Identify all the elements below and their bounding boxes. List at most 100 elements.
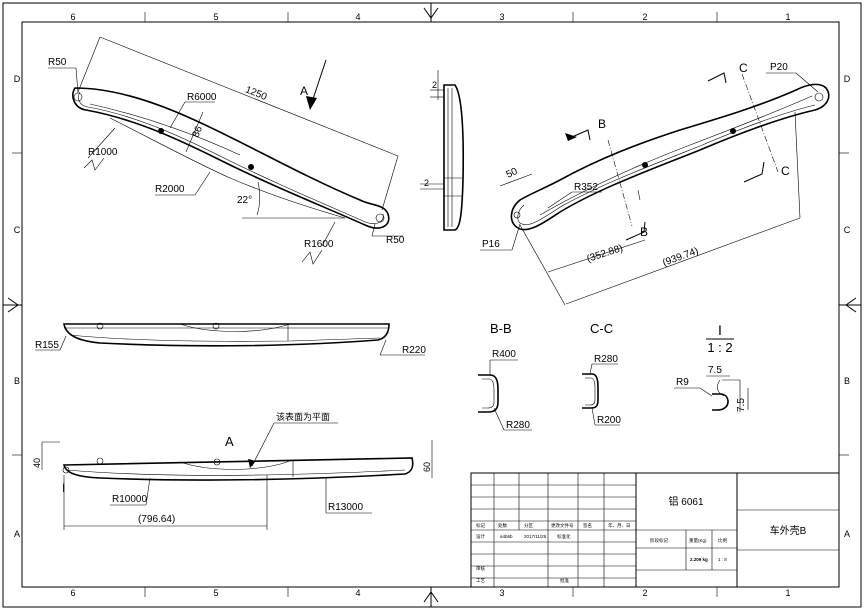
tb-std-label: 标准化 — [557, 533, 571, 540]
iso-view-outline — [510, 83, 830, 231]
dim-939-74: (939.74) — [661, 246, 700, 269]
zone-col-2: 2 — [642, 12, 647, 22]
dim-detail-h: 7.5 — [736, 398, 747, 412]
tb-scale: 1 : 8 — [718, 557, 727, 562]
section-b-top: B — [598, 117, 606, 131]
tb-row-label-zone: 分区 — [524, 522, 533, 529]
zone-row-d-right: D — [844, 74, 851, 84]
zone-col-4: 4 — [355, 12, 360, 22]
side-view-outline — [443, 84, 465, 231]
zone-labels: 6 5 4 3 2 1 6 5 4 3 2 1 D C B A D C B A — [14, 12, 851, 598]
dim-detail-r9: R9 — [676, 377, 689, 388]
title-block: 标记 处数 分区 更改文件号 签名 年、月、日 设计 a4b6b 2017/11… — [470, 472, 840, 588]
tb-stage-label: 阶段标记 — [650, 537, 668, 544]
section-cc: C-C R280 R200 — [582, 321, 621, 426]
bottom-view-label: A — [225, 434, 234, 449]
dim-2-bottom: 2 — [424, 178, 429, 188]
front-view-outline — [63, 323, 390, 347]
section-b-bottom: B — [640, 225, 648, 239]
tb-row-label-mark: 标记 — [476, 522, 485, 529]
zone-col-4-bottom: 4 — [355, 588, 360, 598]
section-line-c — [741, 73, 779, 173]
dim-86: 86 — [191, 124, 206, 139]
dim-p16: P16 — [482, 239, 500, 250]
zone-col-2-bottom: 2 — [642, 588, 647, 598]
detail-marker: I — [62, 481, 65, 495]
bottom-view: 该表面为平面 A 40 60 I R10000 R13000 (796.64) — [32, 411, 433, 530]
zone-col-3: 3 — [499, 12, 504, 22]
tb-part-name: 车外壳B — [770, 524, 807, 537]
dim-bb-r400: R400 — [492, 349, 516, 360]
dim-r10000: R10000 — [112, 494, 147, 505]
zone-col-5: 5 — [213, 12, 218, 22]
tb-approve-label: 批准 — [560, 577, 569, 584]
tb-row-label-change: 更改文件号 — [551, 522, 574, 529]
tb-review-label: 审核 — [476, 565, 485, 572]
zone-ticks — [12, 12, 849, 597]
dim-line-1250 — [99, 36, 399, 157]
dim-line-352 — [547, 239, 646, 273]
hole-marker — [248, 164, 254, 170]
dim-line-939 — [565, 217, 801, 305]
zone-row-b-right: B — [844, 376, 850, 386]
zone-row-a: A — [14, 529, 20, 539]
detail-title: I — [718, 322, 722, 338]
section-line-b — [607, 139, 633, 227]
detail-scale: 1 : 2 — [707, 340, 732, 355]
tb-process-label: 工艺 — [476, 578, 485, 583]
dim-r220: R220 — [402, 345, 426, 356]
zone-col-1: 1 — [785, 12, 790, 22]
dim-r2000: R2000 — [155, 184, 185, 195]
bottom-note: 该表面为平面 — [276, 411, 330, 422]
tb-date: 2017/11/29 — [524, 534, 547, 539]
dim-1250: 1250 — [244, 84, 269, 103]
dim-r352: R352 — [574, 182, 598, 193]
tb-material: 铝 6061 — [668, 496, 703, 508]
side-view: 2 2 — [420, 70, 465, 231]
dim-r13000: R13000 — [328, 502, 363, 513]
tb-row-label-count: 处数 — [498, 522, 507, 529]
dim-r50-right: R50 — [386, 235, 405, 246]
zone-row-c-right: C — [844, 225, 851, 235]
tb-designer: a4b6b — [500, 534, 513, 539]
hole-marker — [730, 128, 736, 134]
section-cc-profile — [582, 373, 599, 409]
dim-detail-w: 7.5 — [708, 365, 722, 376]
dim-50: 50 — [505, 166, 520, 181]
tb-designer-label: 设计 — [476, 533, 485, 540]
bottom-view-outline — [63, 457, 414, 481]
section-cc-title: C-C — [590, 321, 613, 336]
dim-h40: 40 — [32, 458, 42, 468]
dim-bb-r280: R280 — [506, 420, 530, 431]
zone-col-6: 6 — [70, 12, 75, 22]
dim-796-64: (796.64) — [138, 514, 175, 525]
section-bb: B-B R400 R280 — [478, 321, 532, 431]
dim-22deg: 22° — [237, 195, 252, 206]
dim-r1000: R1000 — [88, 147, 118, 158]
dim-r50-left: R50 — [48, 57, 67, 68]
centering-arrows — [3, 3, 861, 607]
dim-cc-r200: R200 — [597, 415, 621, 426]
tb-weight: 2.209 kg — [690, 557, 708, 562]
top-view: 1250 R50 R6000 86 R1000 R2000 22° R1600 … — [48, 36, 405, 265]
tb-scale-label: 比例 — [718, 537, 727, 544]
section-c-top: C — [739, 61, 748, 75]
zone-row-c: C — [14, 225, 21, 235]
zone-col-5-bottom: 5 — [213, 588, 218, 598]
front-view: R155 R220 — [35, 322, 426, 356]
tb-weight-label: 重量(Kg) — [689, 537, 707, 544]
dim-cc-r280: R280 — [594, 354, 618, 365]
hole-marker — [158, 128, 164, 134]
tb-row-label-sign: 签名 — [583, 522, 592, 529]
zone-row-b: B — [14, 376, 20, 386]
zone-col-3-bottom: 3 — [499, 588, 504, 598]
dim-p20: P20 — [770, 62, 788, 73]
zone-row-a-right: A — [844, 529, 850, 539]
section-c-bottom: C — [781, 164, 790, 178]
hole-marker — [642, 162, 648, 168]
tb-row-label-date: 年、月、日 — [608, 522, 631, 529]
zone-col-1-bottom: 1 — [785, 588, 790, 598]
zone-col-6-bottom: 6 — [70, 588, 75, 598]
